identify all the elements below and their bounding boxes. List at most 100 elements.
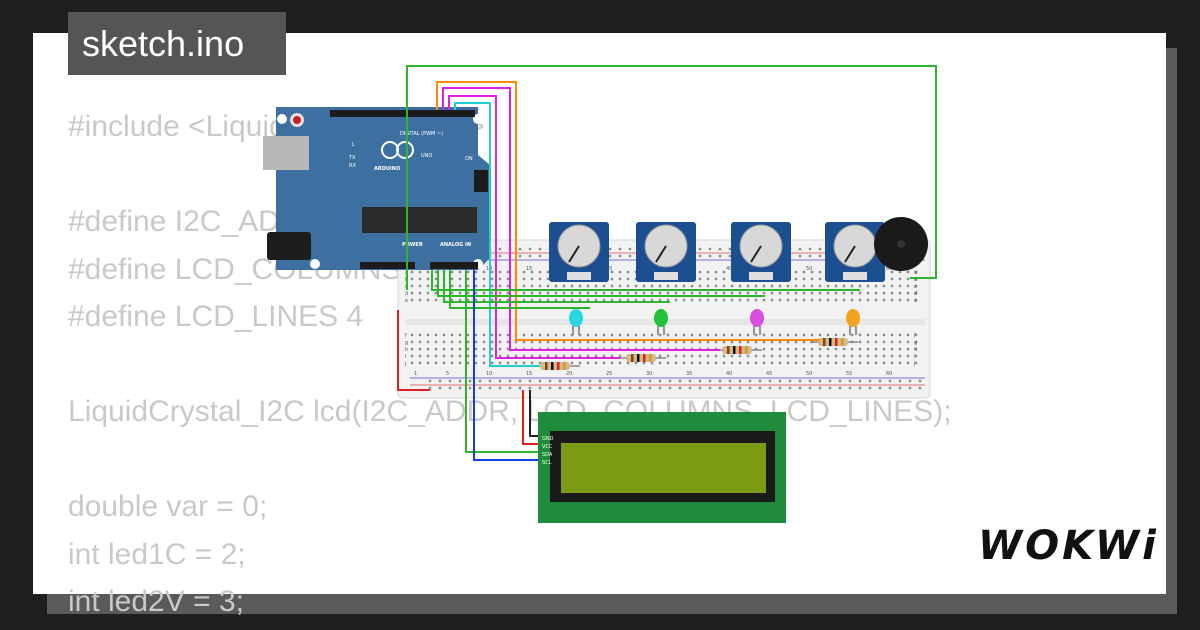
- breadboard-hole: [410, 340, 414, 344]
- breadboard-hole: [466, 354, 470, 358]
- breadboard-hole: [914, 354, 918, 358]
- breadboard-column-number: 50: [806, 371, 812, 377]
- breadboard-hole: [674, 354, 678, 358]
- breadboard-hole: [770, 361, 774, 365]
- breadboard-rail-hole: [768, 379, 772, 383]
- breadboard-hole: [514, 361, 518, 365]
- breadboard-hole: [706, 270, 710, 274]
- breadboard-hole: [730, 291, 734, 295]
- led[interactable]: [654, 309, 668, 335]
- breadboard-hole: [410, 277, 414, 281]
- breadboard-hole: [770, 354, 774, 358]
- breadboard-hole: [434, 270, 438, 274]
- breadboard-hole: [466, 284, 470, 288]
- breadboard-rail-hole: [478, 379, 482, 383]
- breadboard-hole: [898, 277, 902, 281]
- breadboard-hole: [474, 291, 478, 295]
- breadboard-hole: [882, 361, 886, 365]
- potentiometer[interactable]: [636, 222, 696, 282]
- breadboard-hole: [570, 291, 574, 295]
- breadboard-hole: [618, 291, 622, 295]
- breadboard-hole: [818, 291, 822, 295]
- breadboard-hole: [882, 291, 886, 295]
- breadboard-hole: [530, 354, 534, 358]
- breadboard-row-letter: j: [913, 361, 915, 367]
- potentiometer[interactable]: [825, 222, 885, 282]
- breadboard-rail-hole: [798, 386, 802, 390]
- breadboard-hole: [762, 347, 766, 351]
- breadboard-hole: [522, 291, 526, 295]
- breadboard-rail-hole: [528, 379, 532, 383]
- lcd-pin-scl: SCL: [542, 460, 552, 466]
- breadboard-rail-hole: [768, 386, 772, 390]
- breadboard-hole: [490, 298, 494, 302]
- breadboard-hole: [562, 291, 566, 295]
- led[interactable]: [846, 309, 860, 335]
- breadboard-hole: [426, 270, 430, 274]
- breadboard-hole: [610, 354, 614, 358]
- breadboard-hole: [554, 354, 558, 358]
- breadboard-hole: [418, 333, 422, 337]
- breadboard-hole: [410, 284, 414, 288]
- breadboard-hole: [834, 333, 838, 337]
- resistor[interactable]: [532, 362, 580, 370]
- breadboard-row-letter: i: [405, 354, 406, 360]
- potentiometer[interactable]: [549, 222, 609, 282]
- breadboard-rail-hole: [508, 386, 512, 390]
- breadboard-hole: [602, 340, 606, 344]
- lcd-pin-sda: SDA: [542, 452, 553, 458]
- resistor[interactable]: [618, 354, 666, 362]
- breadboard-hole: [674, 291, 678, 295]
- breadboard-hole: [618, 361, 622, 365]
- breadboard-rail-hole: [748, 386, 752, 390]
- breadboard-hole: [706, 333, 710, 337]
- buzzer[interactable]: [874, 217, 928, 271]
- led[interactable]: [569, 309, 583, 335]
- breadboard-hole: [418, 270, 422, 274]
- breadboard-hole: [610, 291, 614, 295]
- breadboard-hole: [586, 284, 590, 288]
- breadboard-hole: [490, 277, 494, 281]
- lcd-display[interactable]: GND VCC SDA SCL: [538, 412, 786, 523]
- breadboard-hole: [666, 298, 670, 302]
- resistor[interactable]: [714, 346, 762, 354]
- breadboard-hole: [522, 340, 526, 344]
- potentiometer[interactable]: [731, 222, 791, 282]
- breadboard-hole: [562, 333, 566, 337]
- breadboard-hole: [826, 361, 830, 365]
- resistor[interactable]: [810, 338, 858, 346]
- breadboard-hole: [850, 361, 854, 365]
- breadboard-hole: [450, 347, 454, 351]
- breadboard-rail-hole: [618, 247, 622, 251]
- breadboard-hole: [906, 291, 910, 295]
- breadboard-hole: [650, 291, 654, 295]
- breadboard-rail-hole: [678, 386, 682, 390]
- file-tab-title[interactable]: sketch.ino: [68, 12, 286, 75]
- breadboard-hole: [434, 354, 438, 358]
- breadboard-hole: [858, 347, 862, 351]
- breadboard-hole: [474, 284, 478, 288]
- led[interactable]: [750, 309, 764, 335]
- breadboard-hole: [890, 340, 894, 344]
- breadboard-hole: [594, 291, 598, 295]
- breadboard-hole: [682, 333, 686, 337]
- wires: [397, 65, 937, 461]
- breadboard-hole: [770, 347, 774, 351]
- breadboard-row-letter: e: [405, 298, 408, 304]
- arduino-uno[interactable]: DIGITAL (PWM ~) ARDUINO UNO ON TX RX L P…: [263, 107, 490, 270]
- breadboard-hole: [658, 284, 662, 288]
- breadboard-hole: [530, 333, 534, 337]
- breadboard-hole: [690, 354, 694, 358]
- breadboard-hole: [722, 333, 726, 337]
- breadboard-hole: [458, 277, 462, 281]
- breadboard-column-number: 35: [686, 371, 692, 377]
- breadboard-hole: [754, 333, 758, 337]
- breadboard-hole: [874, 291, 878, 295]
- breadboard-hole: [570, 340, 574, 344]
- reset-button[interactable]: [293, 116, 301, 124]
- breadboard-hole: [538, 333, 542, 337]
- breadboard-rail-hole: [648, 379, 652, 383]
- breadboard-rail-hole: [748, 379, 752, 383]
- breadboard-column-number: 40: [726, 266, 732, 272]
